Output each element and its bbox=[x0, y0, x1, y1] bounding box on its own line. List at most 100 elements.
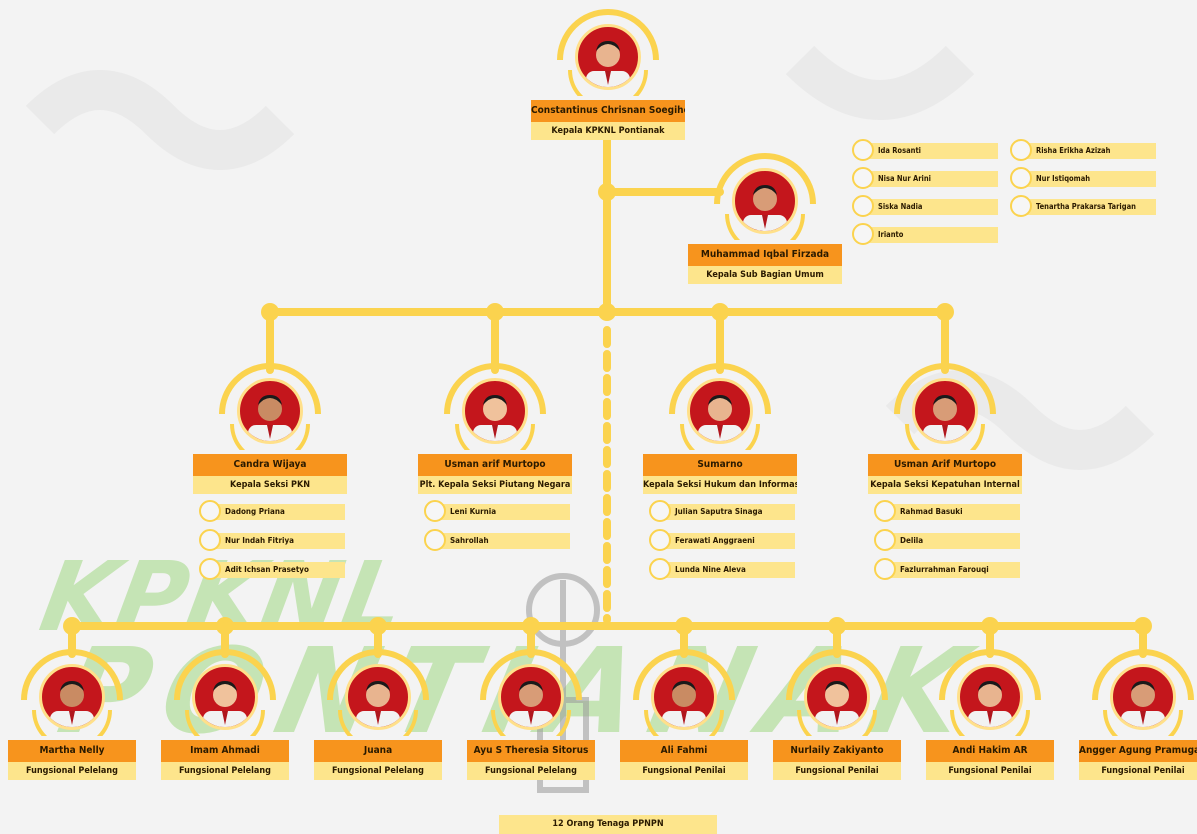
section-member-dot bbox=[649, 558, 671, 580]
section-member-item: Leni Kurnia bbox=[424, 500, 574, 522]
sub-staff-dot bbox=[852, 195, 874, 217]
sub-staff-item: Risha Erikha Azizah bbox=[1010, 139, 1160, 161]
section-member-label: Leni Kurnia bbox=[450, 507, 497, 516]
section-member-label: Ferawati Anggraeni bbox=[675, 536, 755, 545]
functional-node: Andi Hakim AR Fungsional Penilai bbox=[926, 648, 1054, 780]
section-member-bar bbox=[211, 562, 345, 578]
sub-staff-item: Nisa Nur Arini bbox=[852, 167, 1002, 189]
functional-avatar bbox=[1110, 664, 1176, 730]
sub-staff-bar bbox=[864, 171, 998, 187]
functional-role: Fungsional Penilai bbox=[1079, 762, 1197, 780]
sub-staff-bar bbox=[864, 227, 998, 243]
functional-role: Fungsional Penilai bbox=[620, 762, 748, 780]
head-name: Constantinus Chrisnan Soegiherprajoko bbox=[531, 100, 685, 122]
section-ring bbox=[894, 363, 996, 450]
functional-ring bbox=[174, 649, 276, 736]
sub-staff-dot bbox=[1010, 167, 1032, 189]
head-avatar bbox=[575, 24, 641, 90]
functional-name: Nurlaily Zakiyanto bbox=[773, 740, 901, 762]
ppnpn-label: 12 Orang Tenaga PPNPN bbox=[499, 815, 717, 834]
section-member-label: Sahrollah bbox=[450, 536, 489, 545]
sub-staff-item: Irianto bbox=[852, 223, 1002, 245]
section-role: Plt. Kepala Seksi Piutang Negara bbox=[418, 476, 572, 494]
section-member-bar bbox=[886, 533, 1020, 549]
functional-node: Juana Fungsional Pelelang bbox=[314, 648, 442, 780]
functional-node: Ayu S Theresia Sitorus Fungsional Pelela… bbox=[467, 648, 595, 780]
section-member-dot bbox=[649, 529, 671, 551]
section-member-item: Dadong Priana bbox=[199, 500, 349, 522]
functional-role: Fungsional Pelelang bbox=[467, 762, 595, 780]
functional-name: Ali Fahmi bbox=[620, 740, 748, 762]
section-member-bar bbox=[436, 504, 570, 520]
sub-staff-dot bbox=[852, 139, 874, 161]
functional-avatar bbox=[804, 664, 870, 730]
section-member-label: Fazlurrahman Farouqi bbox=[900, 565, 989, 574]
functional-avatar bbox=[345, 664, 411, 730]
section-member-label: Dadong Priana bbox=[225, 507, 285, 516]
sub-staff-item: Ida Rosanti bbox=[852, 139, 1002, 161]
functional-role: Fungsional Pelelang bbox=[161, 762, 289, 780]
functional-name: Imam Ahmadi bbox=[161, 740, 289, 762]
sub-staff-bar bbox=[864, 143, 998, 159]
section-member-dot bbox=[199, 529, 221, 551]
section-avatar bbox=[237, 378, 303, 444]
section-member-bar bbox=[661, 562, 795, 578]
functional-node: Angger Agung Pramugalih Fungsional Penil… bbox=[1079, 648, 1197, 780]
sub-staff-bar bbox=[1022, 143, 1156, 159]
sub-staff-bar bbox=[864, 199, 998, 215]
sub-staff-bar bbox=[1022, 171, 1156, 187]
sub-bagian-node: Muhammad Iqbal Firzada Kepala Sub Bagian… bbox=[688, 152, 842, 284]
section-member-dot bbox=[874, 500, 896, 522]
section-node: Candra Wijaya Kepala Seksi PKN bbox=[193, 362, 347, 494]
section-role: Kepala Seksi Kepatuhan Internal bbox=[868, 476, 1022, 494]
sub-staff-item: Nur Istiqomah bbox=[1010, 167, 1160, 189]
section-member-dot bbox=[424, 529, 446, 551]
functional-ring bbox=[327, 649, 429, 736]
section-avatar bbox=[462, 378, 528, 444]
sub-staff-dot bbox=[1010, 139, 1032, 161]
sub-staff-item: Tenartha Prakarsa Tarigan bbox=[1010, 195, 1160, 217]
section-member-item: Sahrollah bbox=[424, 529, 574, 551]
section-member-item: Delila bbox=[874, 529, 1024, 551]
functional-node: Martha Nelly Fungsional Pelelang bbox=[8, 648, 136, 780]
section-member-dot bbox=[649, 500, 671, 522]
section-node: Sumarno Kepala Seksi Hukum dan Informasi bbox=[643, 362, 797, 494]
section-member-bar bbox=[211, 533, 345, 549]
functional-node: Nurlaily Zakiyanto Fungsional Penilai bbox=[773, 648, 901, 780]
head-node: Constantinus Chrisnan Soegiherprajoko Ke… bbox=[531, 8, 685, 140]
section-member-dot bbox=[424, 500, 446, 522]
section-member-label: Julian Saputra Sinaga bbox=[675, 507, 763, 516]
section-ring bbox=[219, 363, 321, 450]
functional-role: Fungsional Penilai bbox=[773, 762, 901, 780]
section-member-bar bbox=[211, 504, 345, 520]
sub-staff-label: Siska Nadia bbox=[878, 202, 923, 211]
section-name: Usman arif Murtopo bbox=[418, 454, 572, 476]
functional-avatar bbox=[651, 664, 717, 730]
section-member-item: Rahmad Basuki bbox=[874, 500, 1024, 522]
section-member-item: Adit Ichsan Prasetyo bbox=[199, 558, 349, 580]
section-member-label: Adit Ichsan Prasetyo bbox=[225, 565, 309, 574]
section-member-item: Julian Saputra Sinaga bbox=[649, 500, 799, 522]
sub-staff-label: Nur Istiqomah bbox=[1036, 174, 1091, 183]
section-member-item: Lunda Nine Aleva bbox=[649, 558, 799, 580]
functional-avatar bbox=[192, 664, 258, 730]
section-member-bar bbox=[436, 533, 570, 549]
functional-ring bbox=[1092, 649, 1194, 736]
functional-ring bbox=[480, 649, 582, 736]
section-member-item: Fazlurrahman Farouqi bbox=[874, 558, 1024, 580]
functional-name: Angger Agung Pramugalih bbox=[1079, 740, 1197, 762]
section-name: Candra Wijaya bbox=[193, 454, 347, 476]
sub-staff-label: Nisa Nur Arini bbox=[878, 174, 931, 183]
functional-name: Martha Nelly bbox=[8, 740, 136, 762]
section-member-dot bbox=[874, 529, 896, 551]
head-role: Kepala KPKNL Pontianak bbox=[531, 122, 685, 140]
section-name: Sumarno bbox=[643, 454, 797, 476]
sub-staff-label: Risha Erikha Azizah bbox=[1036, 146, 1111, 155]
functional-ring bbox=[633, 649, 735, 736]
sub-staff-item: Siska Nadia bbox=[852, 195, 1002, 217]
functional-name: Juana bbox=[314, 740, 442, 762]
head-ring bbox=[557, 9, 659, 96]
functional-node: Imam Ahmadi Fungsional Pelelang bbox=[161, 648, 289, 780]
functional-node: Ali Fahmi Fungsional Penilai bbox=[620, 648, 748, 780]
